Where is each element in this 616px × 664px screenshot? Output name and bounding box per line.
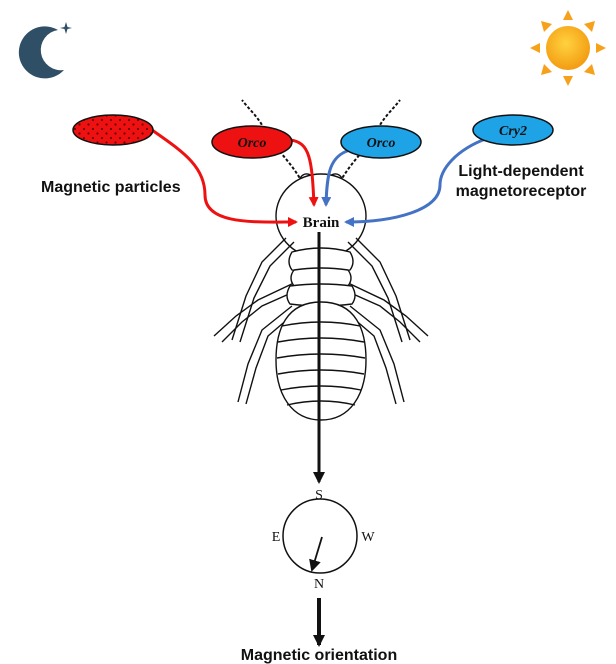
magnetic-particles-label: Magnetic particles	[41, 179, 181, 196]
magnetic-orientation-label: Magnetic orientation	[241, 647, 397, 664]
cry2-oval: Cry2	[473, 115, 553, 145]
orco-red-oval: Orco	[212, 126, 292, 158]
sun-icon	[530, 10, 606, 86]
compass: S N E W	[272, 488, 376, 592]
brain-label: Brain	[303, 215, 340, 231]
orco-red-label: Orco	[238, 136, 267, 151]
moon-icon	[19, 22, 72, 78]
compass-east-label: E	[272, 530, 281, 545]
compass-south-label: S	[315, 488, 323, 503]
light-dependent-label-line1: Light-dependent	[458, 163, 584, 180]
orco-blue-oval: Orco	[341, 126, 421, 158]
cry2-label: Cry2	[499, 124, 527, 139]
light-dependent-label-line2: magnetoreceptor	[456, 183, 587, 200]
compass-north-label: N	[314, 577, 324, 592]
compass-west-label: W	[361, 530, 375, 545]
magnetic-particles-oval	[73, 115, 153, 145]
orco-blue-label: Orco	[367, 136, 396, 151]
